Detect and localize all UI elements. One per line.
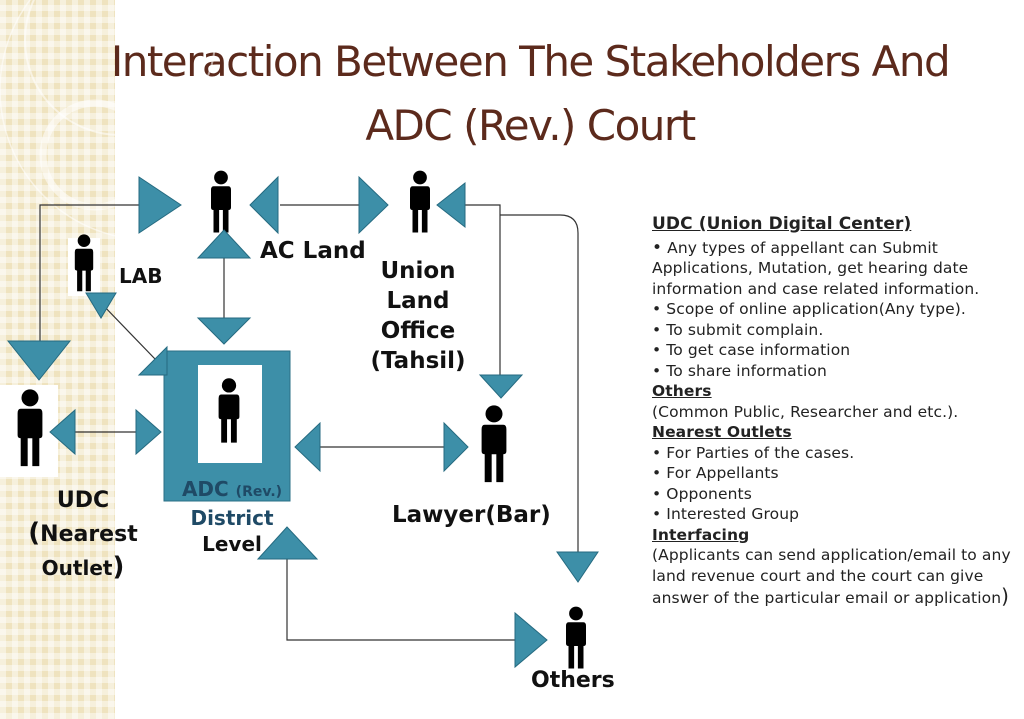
person-udc-icon (0, 385, 58, 477)
list-item: • Scope of online application(Any type). (652, 300, 966, 318)
adc-label-rev: (Rev.) (235, 484, 283, 500)
list-item: • To share information (652, 361, 827, 380)
union-land-office-label: Union Land Office (Tahsil) (356, 256, 480, 376)
lab-label: LAB (119, 264, 163, 288)
arrow-right-to-union-office (358, 175, 389, 235)
arrow-left-to-adc-from-lawyer (294, 421, 321, 473)
adc-label-main: ADC (181, 477, 229, 501)
ac-land-label: AC Land (260, 238, 366, 264)
adc-label-level: Level (202, 532, 262, 556)
list-item: • For Parties of the cases. (652, 443, 855, 462)
udc-label-line-1: UDC (56, 488, 110, 513)
union-land-office-line-4: (Tahsil) (370, 348, 466, 374)
union-land-office-line-2: Land (386, 288, 450, 314)
arrow-left-to-udc (49, 408, 76, 456)
others-heading: Others (652, 382, 712, 400)
person-lawyer-icon (481, 405, 507, 483)
connector-lines (39, 204, 579, 641)
list-item: • To get case information (652, 341, 851, 359)
slide-title-line-2: ADC (Rev.) Court (365, 101, 696, 150)
others-text: (Common Public, Researcher and etc.). (652, 402, 959, 421)
arrow-left-to-ac-land (249, 175, 279, 235)
adc-district-level-label: ADC (Rev.) District Level (162, 476, 302, 557)
arrow-left-to-union-office (436, 181, 466, 229)
adc-label-district: District (190, 506, 274, 530)
person-union-land-office-icon (410, 170, 430, 233)
list-item: • To submit complain. (652, 320, 824, 339)
decorative-rings (0, 0, 301, 241)
union-land-office-line-3: Office (380, 318, 456, 344)
nearest-outlets-heading: Nearest Outlets (652, 423, 792, 441)
udc-open-paren: ( (28, 518, 41, 548)
arrow-up-to-ac-land (196, 229, 252, 259)
udc-nearest-outlet-label: UDC (Nearest Outlet) (18, 484, 148, 585)
arrow-up-to-lab (85, 292, 117, 319)
person-ac-land-icon (211, 170, 231, 233)
arrow-right-to-ac-land (138, 176, 182, 234)
arrow-right-to-others (514, 611, 548, 669)
arrowheads (6, 175, 599, 669)
nearest-outlets-list: • For Parties of the cases. • For Appell… (652, 443, 1024, 525)
arrow-down-to-adc (196, 317, 252, 345)
person-others-icon (566, 606, 586, 669)
slide-title: Interaction Between The Stakeholders And… (40, 30, 1020, 158)
udc-items-list: • Scope of online application(Any type).… (652, 299, 1024, 381)
udc-intro-paragraph: • Any types of appellant can Submit Appl… (652, 238, 1024, 300)
arrow-down-to-lawyer (478, 374, 524, 399)
slide-title-line-1: Interaction Between The Stakeholders And (110, 37, 951, 86)
arrow-right-to-adc-from-udc (135, 408, 162, 456)
udc-label-line-2: Nearest (40, 522, 138, 547)
adc-court-box (163, 350, 291, 502)
info-panel: UDC (Union Digital Center) • Any types o… (652, 214, 1024, 609)
list-item: • Opponents (652, 484, 752, 503)
arrow-down-to-others (556, 551, 599, 583)
udc-intro-text: Any types of appellant can Submit Applic… (652, 238, 980, 298)
interfacing-text: (Applicants can send application/email t… (652, 546, 1011, 607)
udc-close-paren: ) (112, 552, 125, 582)
list-item: • Interested Group (652, 505, 800, 523)
interfacing-heading: Interfacing (652, 525, 750, 544)
list-item: • For Appellants (652, 464, 779, 482)
arrow-down-to-udc (6, 340, 72, 381)
arrow-right-to-lawyer (443, 421, 469, 473)
interfacing-paragraph: (Applicants can send application/email t… (652, 545, 1024, 609)
union-land-office-line-1: Union (380, 258, 456, 284)
arrow-to-adc-from-lab (137, 345, 168, 376)
person-lab-icon (68, 234, 100, 296)
interfacing-close-paren: ) (1001, 584, 1010, 608)
lawyer-bar-label: Lawyer(Bar) (392, 502, 551, 528)
udc-intro-bullet: • (652, 237, 663, 258)
arrow-up-to-adc-from-others (256, 526, 319, 560)
udc-label-line-3: Outlet (41, 556, 113, 580)
others-label: Others (531, 668, 615, 693)
udc-heading: UDC (Union Digital Center) (652, 214, 912, 234)
